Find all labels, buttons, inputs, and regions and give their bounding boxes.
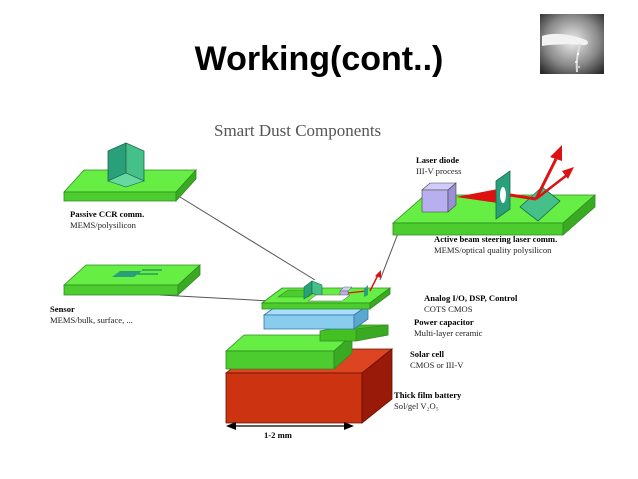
scale-arrow	[226, 422, 354, 430]
ccr-module	[63, 142, 197, 203]
scale-label: 1-2 mm	[264, 430, 293, 440]
slide-title: Working(cont..)	[194, 40, 444, 78]
svg-text:Power capacitor: Power capacitor	[414, 317, 474, 327]
svg-text:III-V process: III-V process	[416, 166, 462, 176]
svg-text:Analog I/O, DSP, Control: Analog I/O, DSP, Control	[424, 293, 518, 303]
hand-dust-icon	[540, 14, 604, 74]
svg-text:MEMS/optical quality polysilic: MEMS/optical quality polysilicon	[434, 245, 552, 255]
svg-text:Thick film battery: Thick film battery	[394, 390, 462, 400]
smart-dust-diagram: Smart Dust Components Passive CCR comm. …	[50, 121, 597, 440]
diagram-title: Smart Dust Components	[214, 121, 381, 140]
svg-text:Laser diode: Laser diode	[416, 155, 459, 165]
svg-text:Active beam steering laser com: Active beam steering laser comm.	[434, 234, 557, 244]
svg-text:Multi-layer ceramic: Multi-layer ceramic	[414, 328, 483, 338]
svg-text:MEMS/polysilicon: MEMS/polysilicon	[70, 220, 137, 230]
component-stack	[224, 270, 394, 424]
laser-module	[391, 145, 597, 236]
svg-text:Solar cell: Solar cell	[410, 349, 445, 359]
svg-text:MEMS/bulk, surface, ...: MEMS/bulk, surface, ...	[50, 315, 133, 325]
svg-text:CMOS or III-V: CMOS or III-V	[410, 360, 464, 370]
svg-text:Sol/gel V₂O₅: Sol/gel V₂O₅	[394, 401, 439, 411]
sensor-module	[62, 264, 202, 296]
connector-lines	[159, 196, 403, 302]
svg-text:Passive CCR comm.: Passive CCR comm.	[70, 209, 144, 219]
svg-text:Sensor: Sensor	[50, 304, 75, 314]
svg-text:COTS CMOS: COTS CMOS	[424, 304, 473, 314]
